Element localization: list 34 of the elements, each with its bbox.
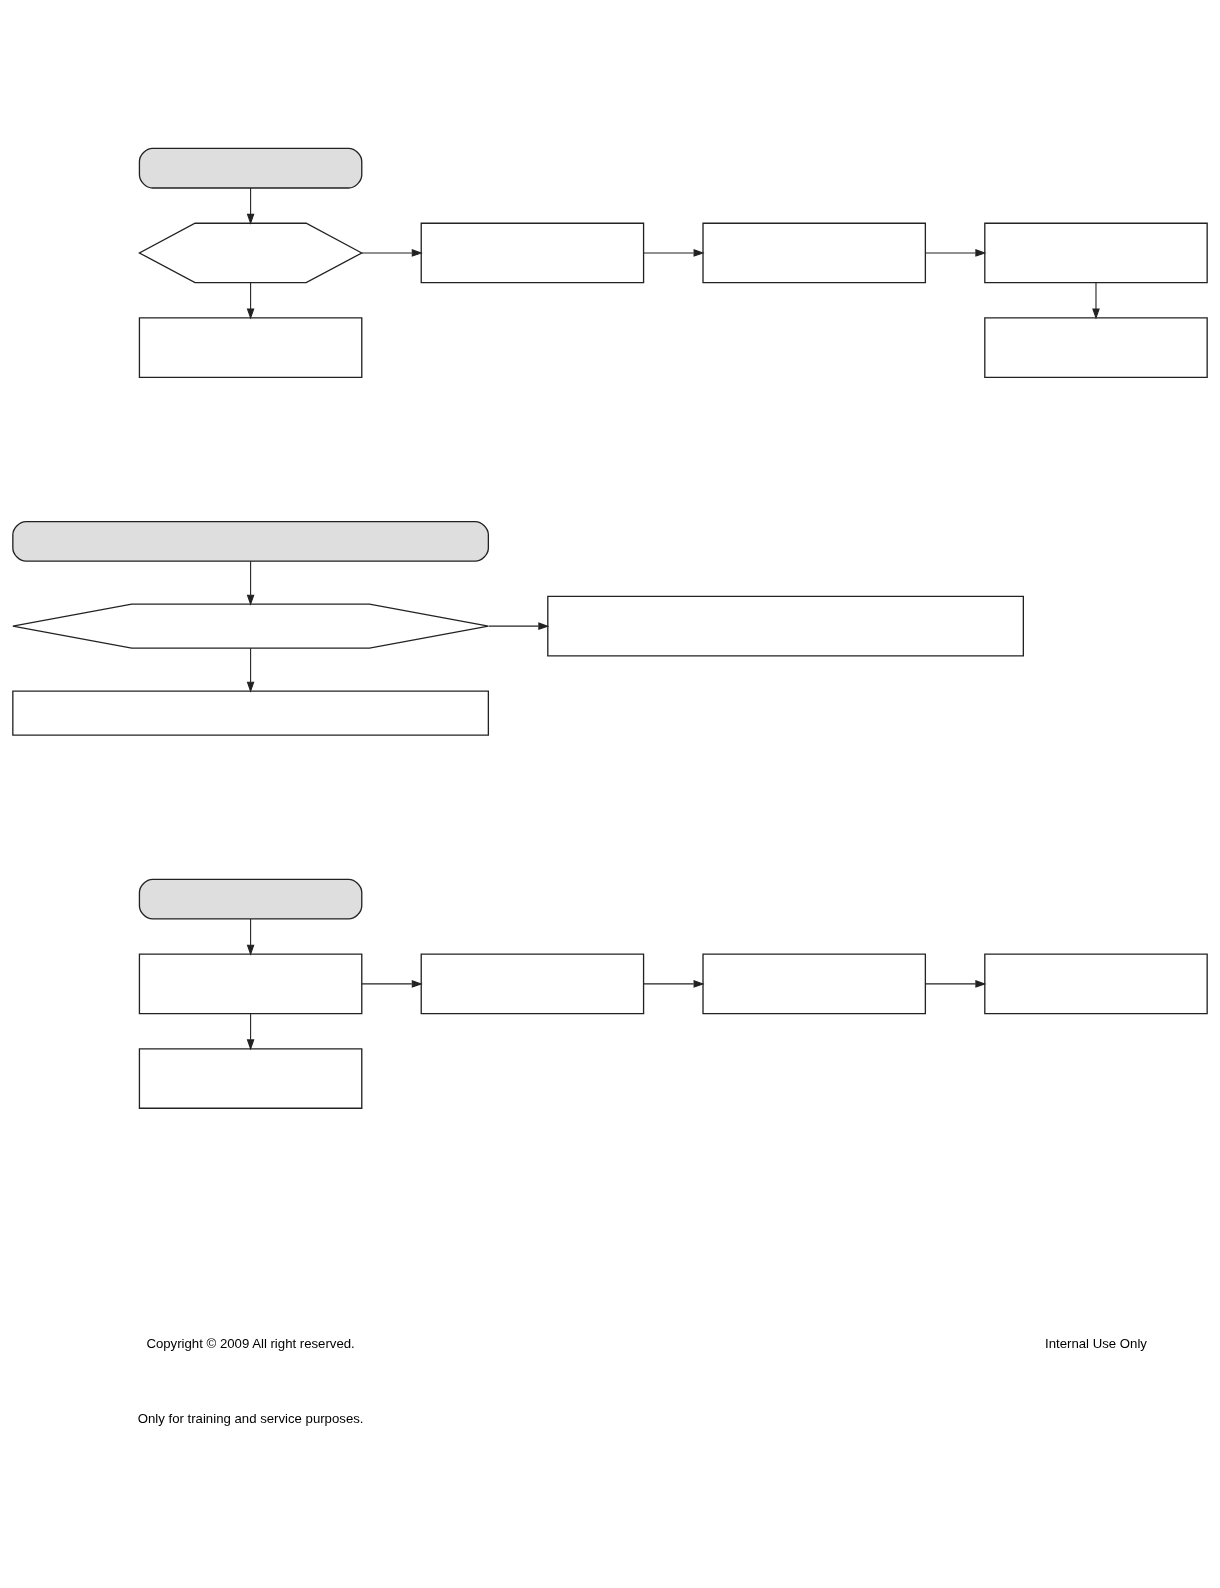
arrow xyxy=(246,647,255,693)
arrow xyxy=(246,187,255,225)
arrow xyxy=(925,980,987,988)
node-box xyxy=(984,953,1208,1015)
arrow xyxy=(361,980,423,988)
arrow xyxy=(925,249,987,257)
label: Copyright © 2009 All right reserved. xyxy=(146,1336,355,1352)
label: Internal Use Only xyxy=(1045,1336,1147,1352)
node-box xyxy=(138,953,363,1015)
arrow xyxy=(361,249,423,257)
node-box xyxy=(420,953,645,1015)
node-box xyxy=(984,222,1208,284)
node-box xyxy=(702,222,927,284)
node-box xyxy=(138,1048,363,1109)
node-hexagon xyxy=(12,603,490,649)
arrow xyxy=(488,622,550,630)
arrow xyxy=(246,282,255,320)
node-box xyxy=(138,317,363,379)
arrow xyxy=(246,1013,255,1051)
arrow xyxy=(1092,282,1100,320)
node-pill xyxy=(138,147,363,189)
label: Only for training and service purposes. xyxy=(137,1411,364,1427)
node-box xyxy=(984,317,1208,379)
node-pill xyxy=(12,520,490,562)
node-box xyxy=(12,690,490,736)
arrow xyxy=(643,980,705,988)
arrow xyxy=(246,918,255,956)
arrow xyxy=(246,560,255,606)
node-hexagon xyxy=(138,222,364,284)
node-box xyxy=(420,222,645,284)
node-box xyxy=(702,953,927,1015)
arrow xyxy=(643,249,705,257)
node-box xyxy=(547,595,1024,657)
node-pill xyxy=(138,878,363,920)
